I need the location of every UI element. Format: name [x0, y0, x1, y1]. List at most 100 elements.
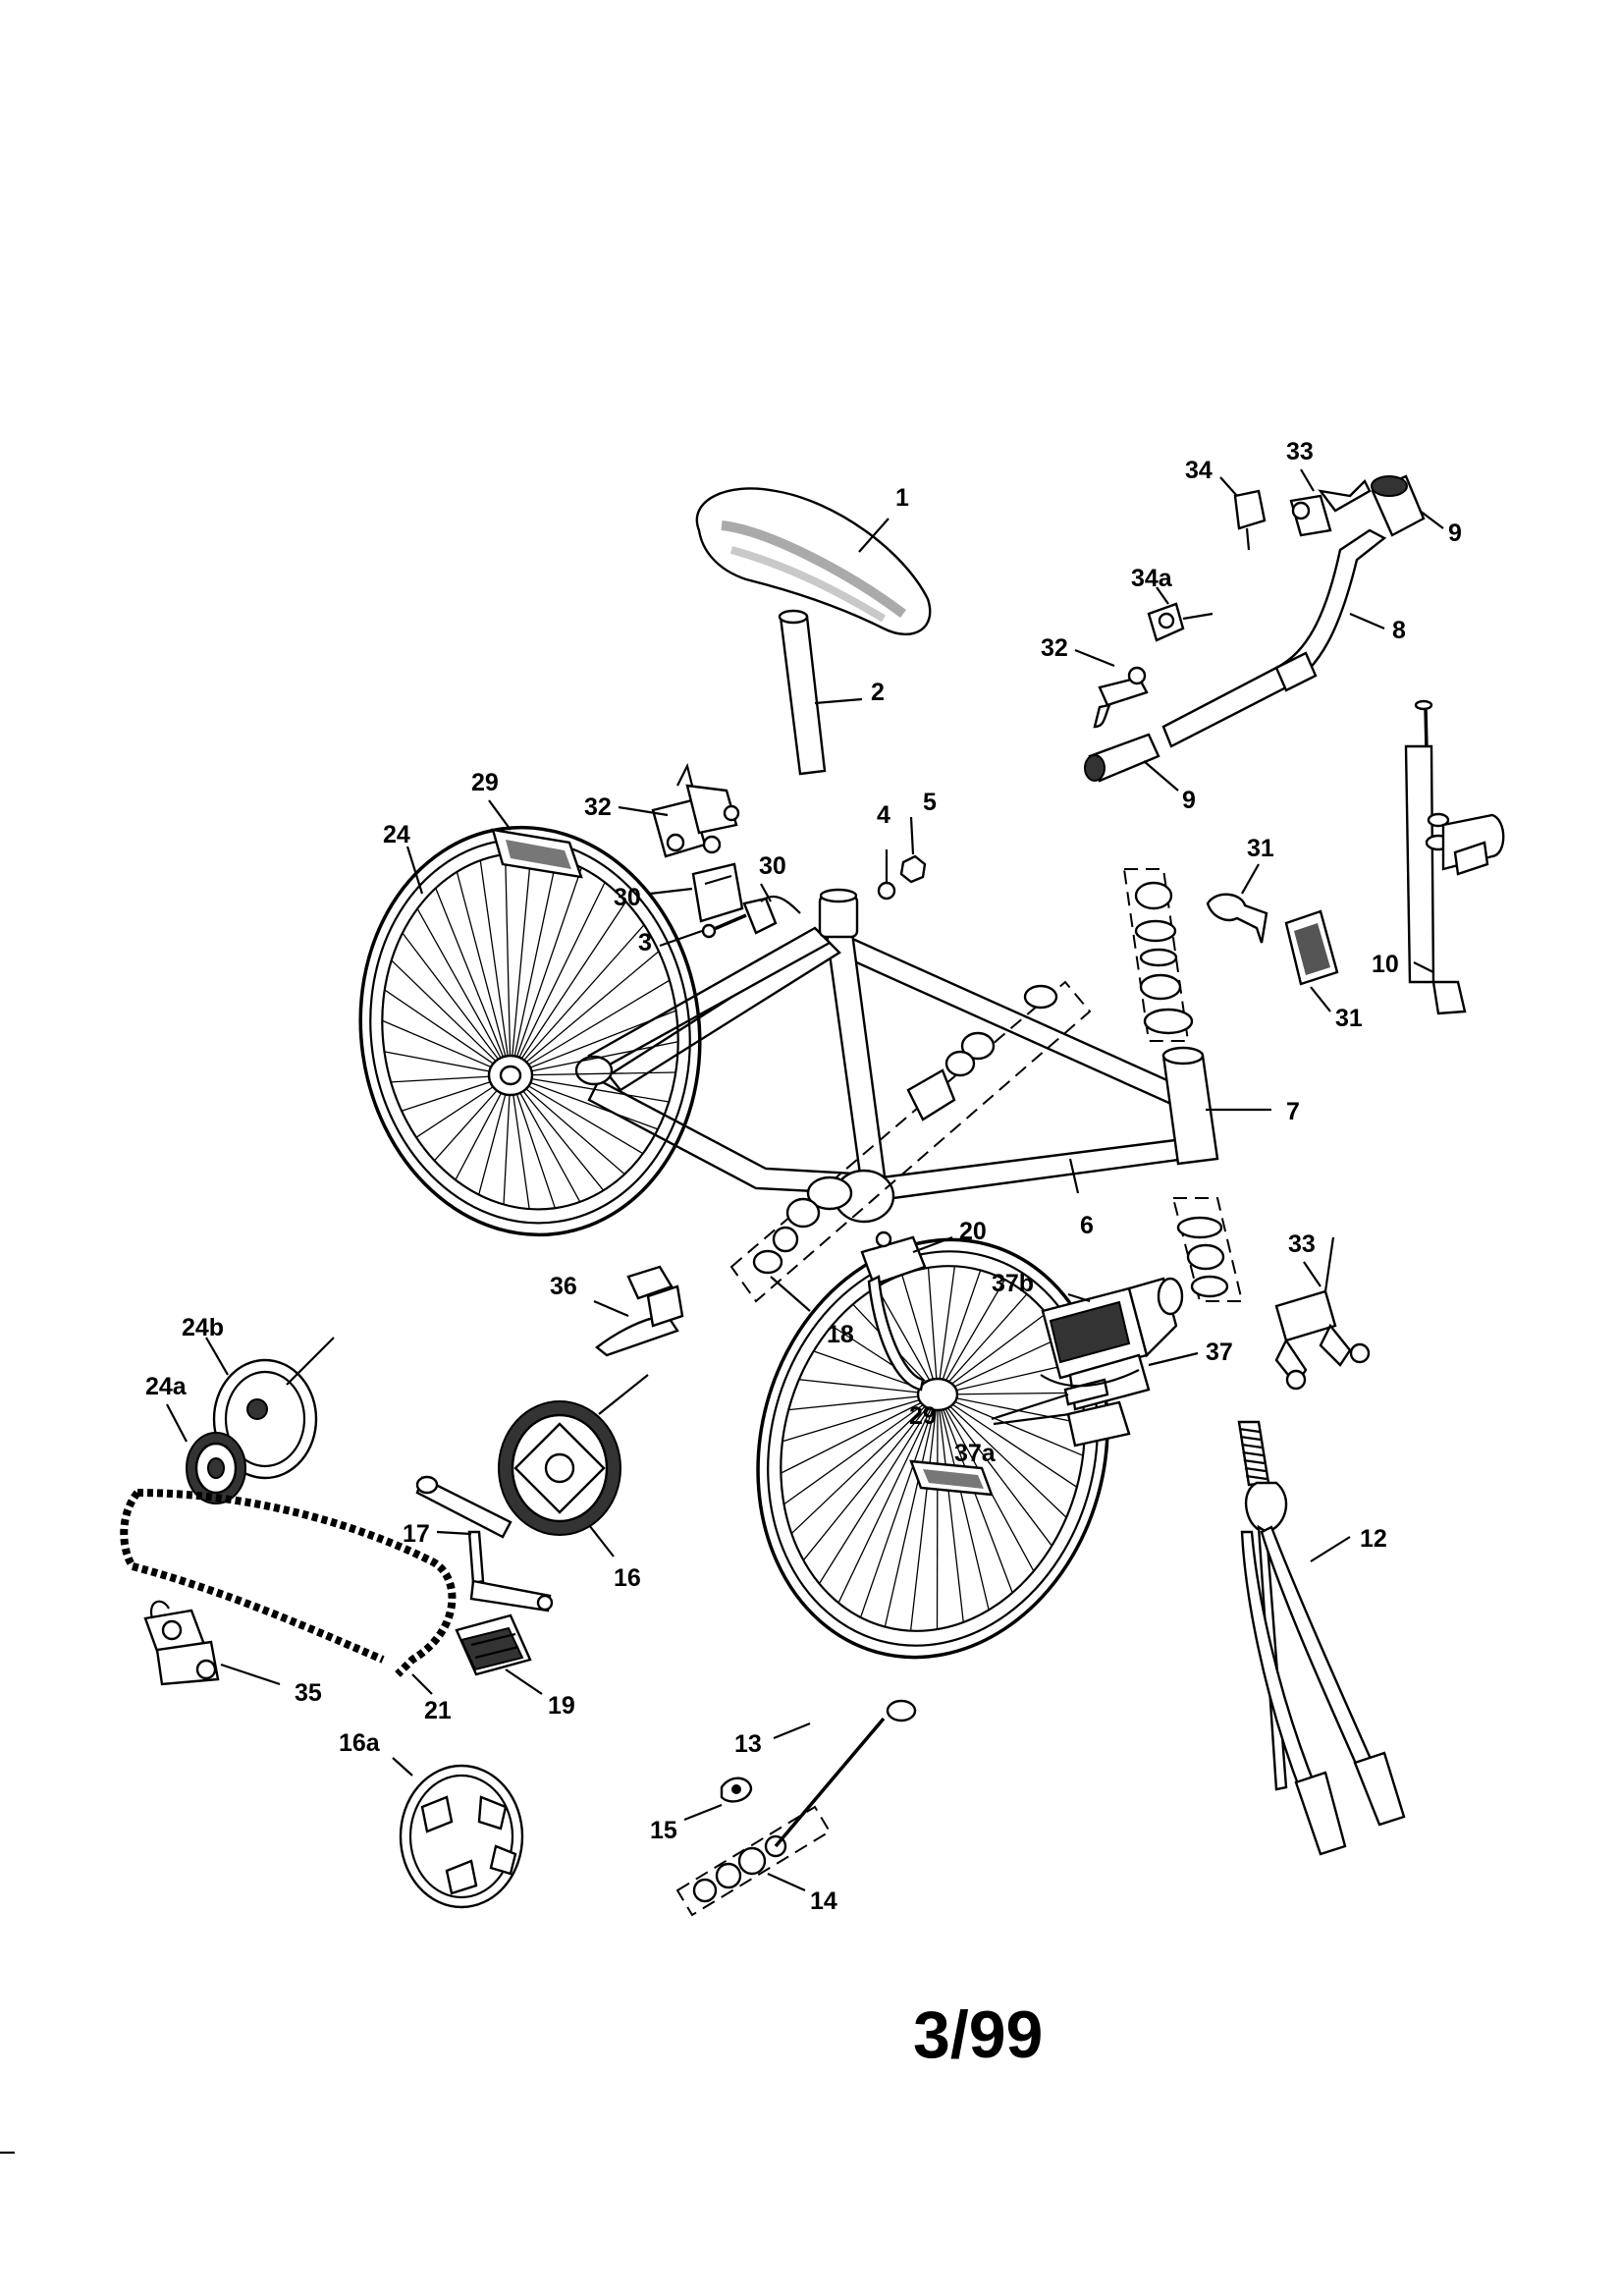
front-fork	[1237, 1420, 1406, 1856]
wheel-spoke	[479, 860, 512, 1076]
wheel-spoke	[510, 852, 532, 1076]
wheel-spoke	[876, 1286, 939, 1395]
wheel-spoke	[503, 1074, 512, 1205]
wheel-spoke	[510, 1074, 644, 1155]
wheel-spoke	[937, 1293, 1028, 1395]
steerer-thread-line	[1243, 1458, 1265, 1465]
callout-4: 4	[877, 801, 890, 829]
callout-19: 19	[548, 1692, 575, 1720]
wheel-spoke	[937, 1362, 1074, 1395]
callout-37b: 37b	[992, 1270, 1034, 1297]
wheel-spoke	[510, 1074, 670, 1103]
reflector-bracket-left	[691, 862, 744, 923]
callout-34a: 34a	[1131, 565, 1173, 592]
bottom-bracket-kit	[729, 980, 1092, 1303]
wheel-spoke	[781, 1394, 939, 1474]
wheel-spoke	[937, 1336, 1062, 1395]
callout-20: 20	[959, 1218, 987, 1245]
wheel-spoke	[510, 1010, 676, 1076]
wheel-spoke	[937, 1394, 1078, 1488]
callout-35: 35	[295, 1679, 322, 1707]
callout-14: 14	[810, 1887, 837, 1915]
wheel-spoke	[818, 1394, 939, 1584]
wheel-spoke	[937, 1394, 1067, 1518]
seat-bolt	[701, 913, 747, 939]
steerer-thread-line	[1238, 1427, 1261, 1434]
wheel-spoke	[837, 1394, 939, 1604]
front-derailleur	[595, 1265, 684, 1357]
wheel-spoke	[416, 908, 512, 1076]
bottle-cage-bracket	[991, 1393, 1131, 1448]
callout-37a: 37a	[954, 1440, 997, 1467]
wheel-spoke	[435, 888, 512, 1076]
wheel-spoke	[936, 1394, 939, 1630]
wheel-spoke	[510, 857, 558, 1076]
wheel-spoke	[937, 1266, 956, 1395]
steerer-thread-line	[1240, 1435, 1262, 1442]
front-brake-caliper	[1274, 1236, 1371, 1391]
wheel-spoke	[510, 867, 582, 1076]
wheel-spoke	[510, 951, 660, 1076]
wheel-spoke	[937, 1270, 982, 1395]
wheel-spoke	[510, 1071, 676, 1076]
axle-washer	[720, 1777, 753, 1803]
callout-24b: 24b	[182, 1314, 224, 1341]
reflector-bracket-right	[742, 895, 801, 935]
wheel-spoke	[937, 1394, 1085, 1425]
wheel-spoke	[505, 853, 512, 1076]
callout-16a: 16a	[339, 1729, 381, 1757]
callout-31b: 31	[1335, 1005, 1363, 1032]
chain	[120, 1489, 457, 1677]
grip-lower	[1084, 733, 1160, 783]
grip-upper	[1371, 474, 1426, 537]
wheel-spoke	[783, 1394, 939, 1505]
callout-30a: 30	[614, 884, 641, 911]
callout-21: 21	[424, 1697, 452, 1724]
crank-arm	[415, 1475, 554, 1613]
callout-7: 7	[1286, 1098, 1300, 1125]
wheel-spoke	[382, 1019, 512, 1076]
wheel-spoke	[927, 1267, 939, 1395]
wheel-spoke	[510, 1074, 605, 1191]
wheel-spoke	[798, 1379, 939, 1395]
wheel-spoke	[788, 1394, 939, 1411]
callout-2: 2	[871, 679, 885, 706]
wheel-spoke	[510, 1074, 556, 1209]
right-shifter	[1233, 489, 1267, 551]
callout-17: 17	[403, 1520, 430, 1548]
front-reflector-head	[1284, 909, 1339, 986]
wheel-spoke	[937, 1392, 1082, 1395]
wheel-spoke	[937, 1394, 990, 1611]
callout-18: 18	[827, 1321, 854, 1348]
steerer-thread-line	[1244, 1466, 1267, 1473]
wheel-spoke	[909, 1394, 939, 1631]
bike-frame	[574, 888, 1219, 1224]
wheel-spoke	[782, 1394, 939, 1443]
callout-30b: 30	[759, 852, 786, 880]
wheel-spoke	[937, 1312, 1047, 1395]
wheel-spoke	[456, 871, 512, 1076]
wheel-spoke	[402, 932, 512, 1076]
callout-6: 6	[1080, 1212, 1094, 1239]
seat-nut	[899, 854, 927, 884]
callout-9a: 9	[1448, 519, 1462, 547]
freewheel-cogs	[186, 1432, 246, 1504]
wheel-spoke	[884, 1394, 939, 1627]
steerer-thread-line	[1242, 1450, 1264, 1457]
rear-brake-caliper	[651, 762, 740, 858]
wheel-spoke	[384, 989, 512, 1076]
wheel-spoke	[510, 1074, 625, 1175]
wheel-spoke	[510, 924, 645, 1076]
callout-13: 13	[734, 1730, 762, 1758]
callout-16: 16	[614, 1564, 641, 1592]
left-brake-lever	[1093, 666, 1149, 729]
wheel-spoke	[790, 1394, 939, 1535]
callout-32b: 32	[1041, 634, 1068, 662]
steerer-thread-line	[1241, 1443, 1263, 1449]
wheel-spoke	[901, 1274, 939, 1395]
wheel-spoke	[859, 1394, 939, 1618]
callout-31a: 31	[1247, 835, 1274, 862]
bottle-cage	[1040, 1353, 1151, 1411]
front-axle-kit	[675, 1717, 886, 1917]
